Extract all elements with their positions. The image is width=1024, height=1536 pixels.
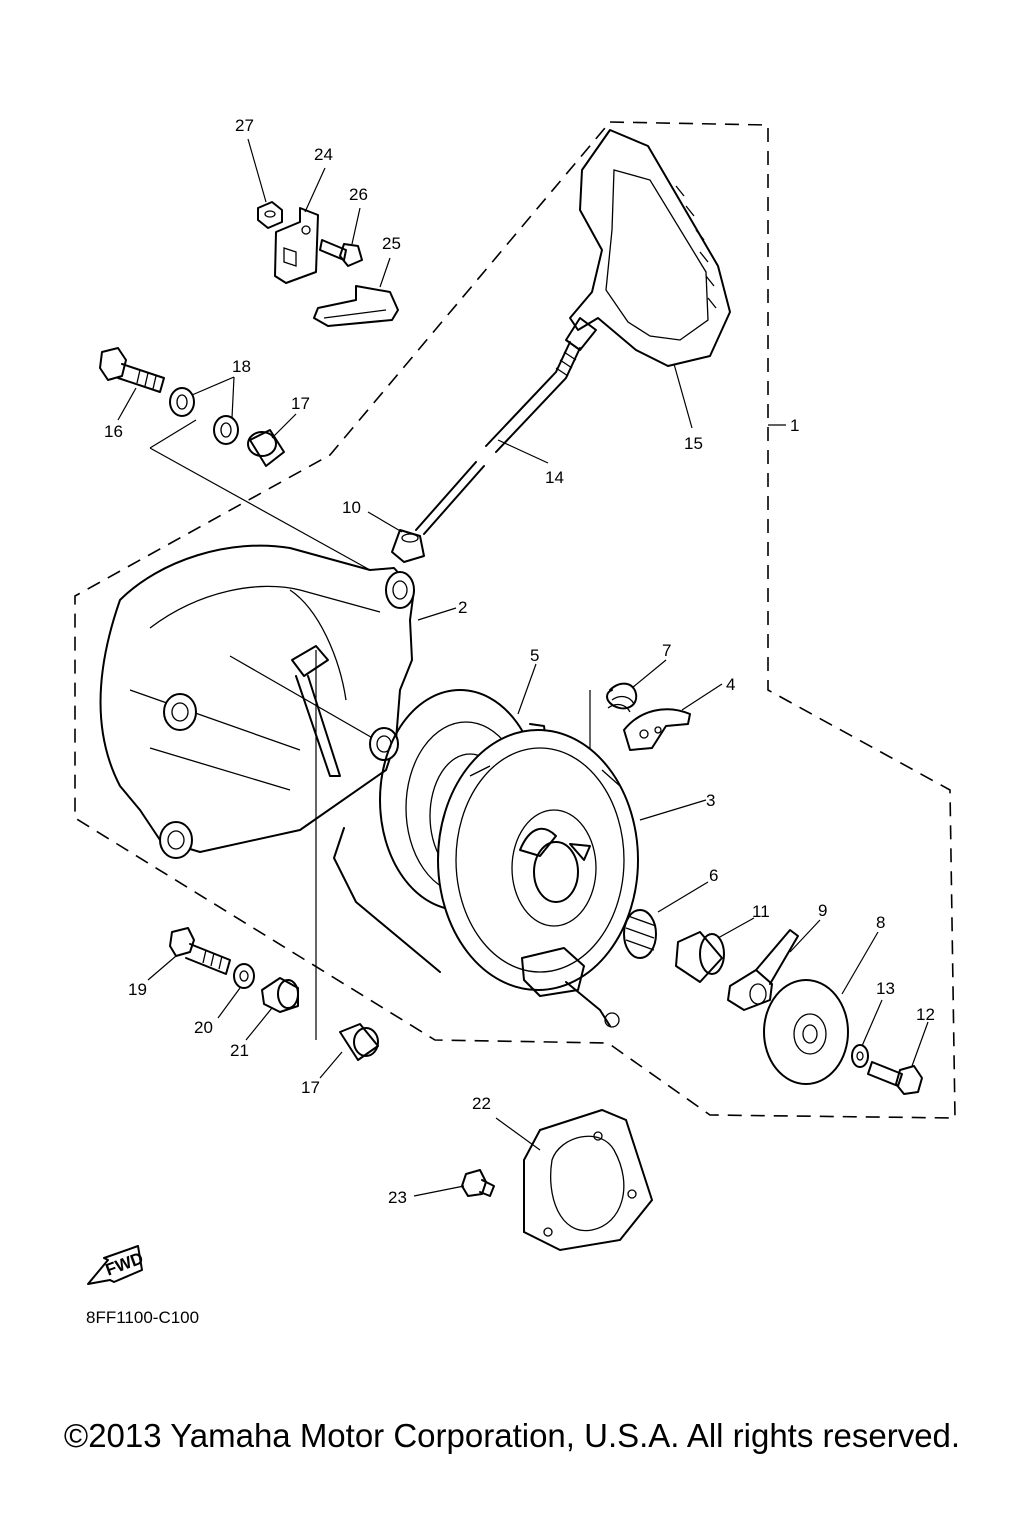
callout-23: 23: [388, 1188, 407, 1207]
part-12-bolt: [867, 1021, 929, 1095]
part-24-plate: [274, 167, 326, 284]
fwd-arrow-icon: FWD: [87, 1245, 146, 1285]
part-13-washer: [851, 999, 883, 1068]
part-4-pawl: [623, 683, 723, 751]
part-14-rope: [415, 341, 581, 535]
callout-18: 18: [232, 357, 251, 376]
part-21-grommet: [245, 977, 299, 1041]
drawing-code: 8FF1100-C100: [86, 1308, 200, 1327]
callout-21: 21: [230, 1041, 249, 1060]
part-3-reel: [437, 729, 707, 1028]
callout-7: 7: [662, 641, 671, 660]
callout-12: 12: [916, 1005, 935, 1024]
callout-11: 11: [752, 902, 770, 921]
callout-3: 3: [706, 791, 715, 810]
part-20-washer: [217, 963, 255, 1019]
callout-13: 13: [876, 979, 895, 998]
callout-15: 15: [684, 434, 703, 453]
part-9-drive-plate: [727, 919, 821, 1011]
callout-labels: 1 2 3 4 5 6 7 8 9 10 11 12 13 14 15 16 1…: [104, 116, 935, 1207]
callout-16: 16: [104, 422, 123, 441]
part-15-handle: [565, 129, 731, 429]
callout-17-lower: 17: [301, 1078, 320, 1097]
callout-2: 2: [458, 598, 467, 617]
callout-5: 5: [530, 646, 539, 665]
callout-20: 20: [194, 1018, 213, 1037]
callout-22: 22: [472, 1094, 491, 1113]
callout-24: 24: [314, 145, 333, 164]
callout-1: 1: [790, 416, 799, 435]
part-17-collar-upper: [247, 413, 297, 467]
callout-27: 27: [235, 116, 254, 135]
part-10-rope-guide: [367, 511, 425, 563]
part-19-bolt: [147, 927, 231, 981]
part-18-washers: [169, 376, 239, 445]
fwd-label: FWD: [103, 1249, 146, 1280]
callout-9: 9: [818, 901, 827, 920]
callout-8: 8: [876, 913, 885, 932]
part-26-bolt: [319, 207, 363, 267]
callout-14: 14: [545, 468, 564, 487]
part-8-plate: [763, 931, 879, 1085]
callout-4: 4: [726, 675, 735, 694]
callout-6: 6: [709, 866, 718, 885]
part-17-collar-lower: [319, 1023, 379, 1079]
part-22-cover-ring: [495, 1108, 654, 1252]
callout-10: 10: [342, 498, 361, 517]
callout-17-upper: 17: [291, 394, 310, 413]
callout-26: 26: [349, 185, 368, 204]
part-7-spring: [606, 659, 667, 713]
part-16-bolt: [99, 347, 165, 421]
part-27-nut: [247, 138, 283, 229]
callout-19: 19: [128, 980, 147, 999]
part-25-clip: [313, 257, 399, 327]
reference-lines: [149, 419, 591, 1040]
part-2-starter-case: [99, 544, 457, 973]
part-6-spring: [623, 881, 709, 959]
part-11-bushing: [675, 917, 755, 983]
part-23-screw: [413, 1169, 495, 1197]
assembly-boundary-outline: [74, 121, 956, 1119]
callout-25: 25: [382, 234, 401, 253]
copyright-notice: ©2013 Yamaha Motor Corporation, U.S.A. A…: [63, 1417, 961, 1454]
